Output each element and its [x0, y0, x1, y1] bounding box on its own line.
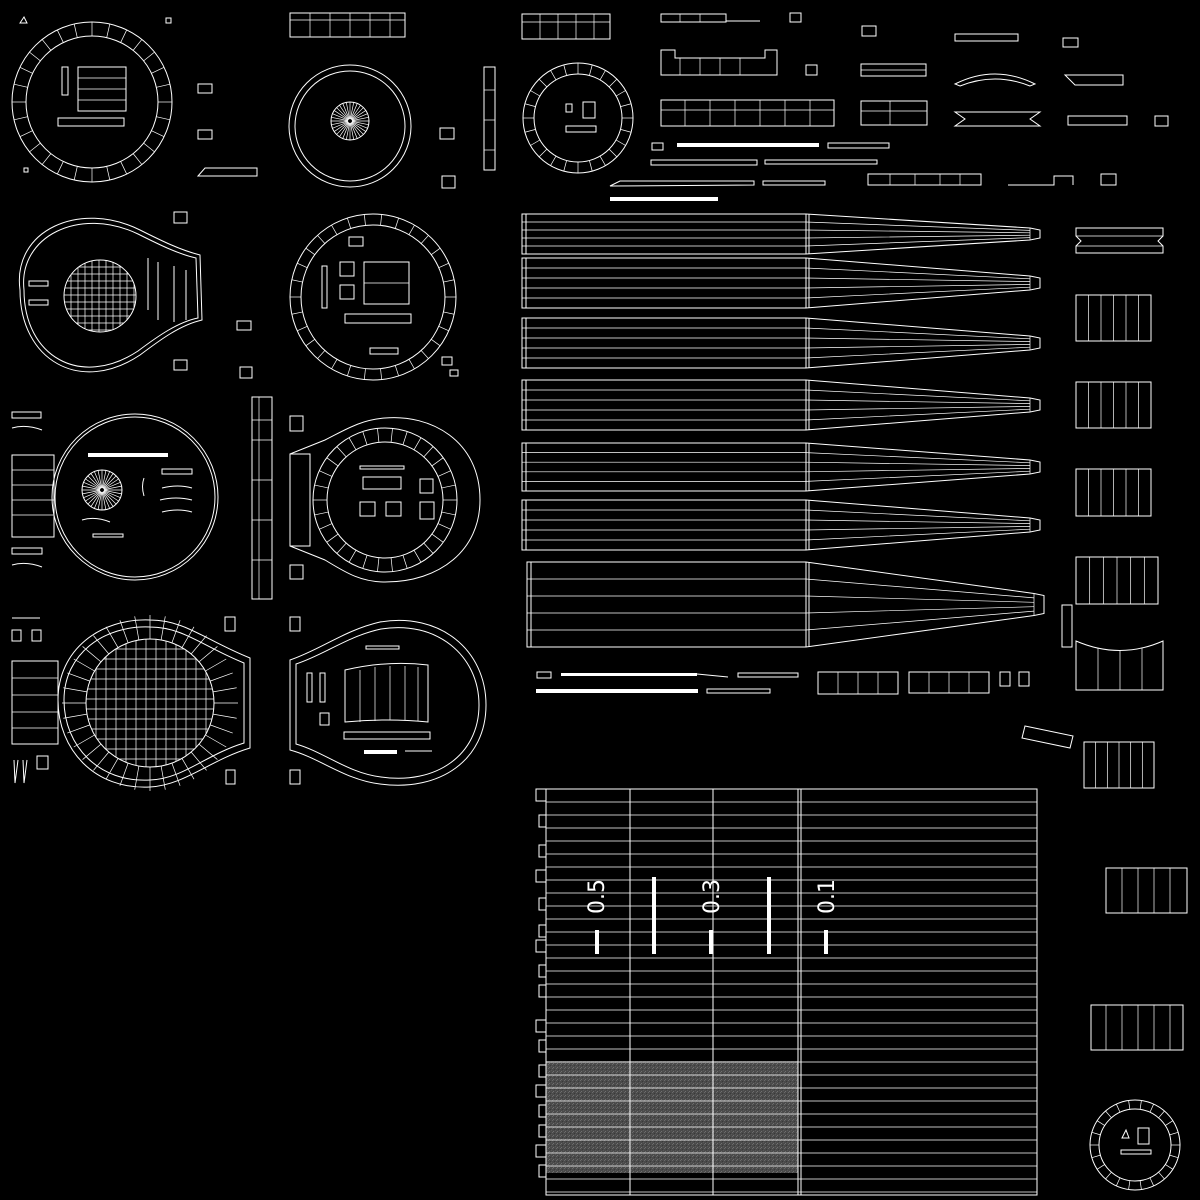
uv-island-teardrop-a: [18, 211, 253, 379]
uv-island-strap-5: [521, 442, 1041, 492]
uv-island-strap-7: [526, 561, 1045, 648]
uv-island-ruler-sheet: 0.5 0.3 0.1: [535, 788, 1038, 1196]
uv-island-strap-4: [521, 379, 1041, 431]
uv-island-strip-top-b: [289, 12, 406, 38]
uv-island-small-bits-b: [439, 66, 496, 189]
uv-island-strap-bottom-bits: [536, 671, 1030, 695]
ruler-label-0-5: 0.5: [585, 879, 610, 914]
uv-island-strap-3: [521, 317, 1041, 369]
uv-island-strap-1: [521, 213, 1041, 255]
uv-island-keyhole-ring: [289, 415, 481, 583]
ruler-label-0-3: 0.3: [700, 879, 725, 914]
uv-island-dial-ring-a: [11, 21, 173, 183]
uv-island-grid-blob: [11, 615, 251, 791]
uv-island-strap-6: [521, 499, 1041, 551]
uv-island-teardrop-b: [289, 616, 487, 786]
uv-island-dial-ring-e: [11, 411, 219, 581]
uv-island-top-right-cluster: [609, 12, 1169, 201]
uv-island-lower-right-boxes: [1090, 867, 1188, 1051]
uv-island-strip-top-c: [521, 13, 611, 40]
uv-island-dial-ring-c: [522, 62, 634, 174]
uv-island-dial-ring-small: [1089, 1099, 1181, 1191]
ruler-label-0-1: 0.1: [815, 879, 840, 914]
uv-island-dial-ring-b: [288, 64, 412, 188]
uv-island-strap-side-bits: [1021, 227, 1164, 789]
uv-island-strap-group: [521, 213, 1045, 648]
uv-island-dial-ring-d: [289, 213, 459, 381]
uv-island-strap-2: [521, 257, 1041, 309]
uv-island-small-bits-a: [19, 16, 258, 177]
uv-island-vertical-strip: [251, 396, 273, 600]
